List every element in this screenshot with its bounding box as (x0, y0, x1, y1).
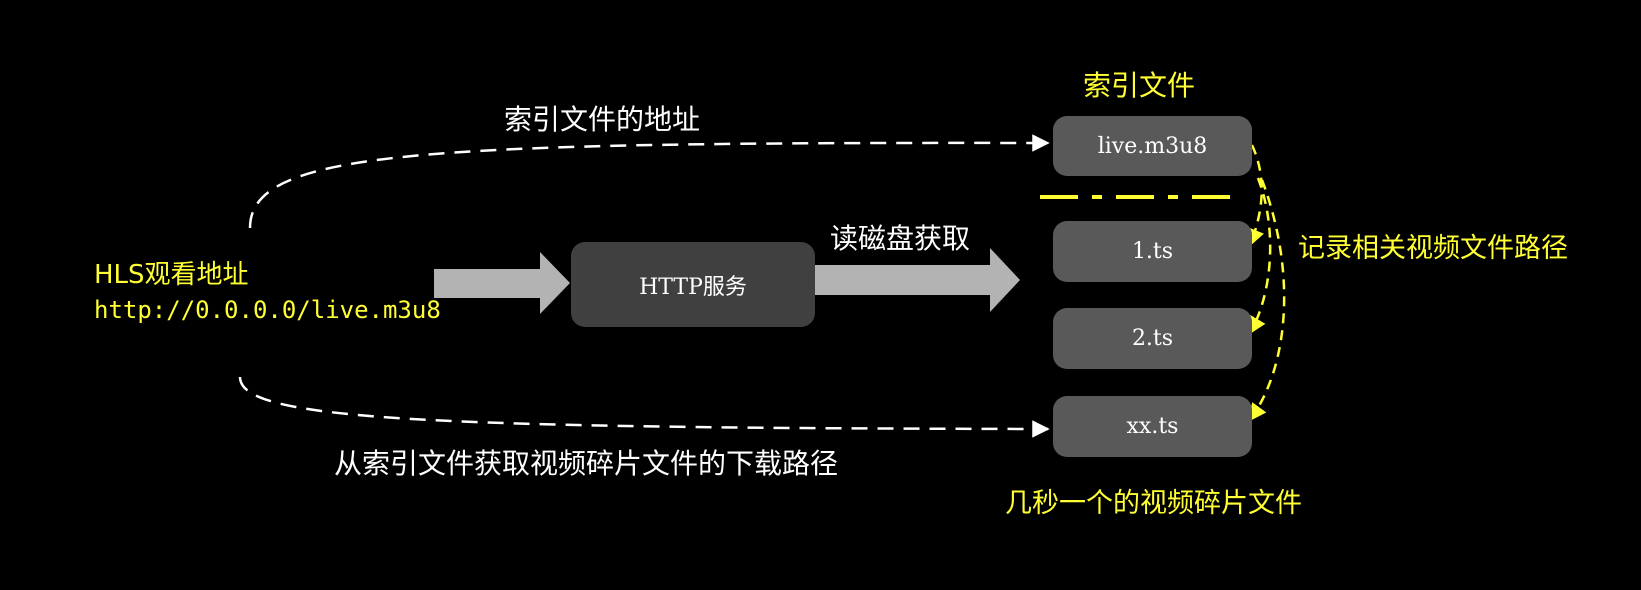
index-file-name: live.m3u8 (1097, 133, 1208, 159)
record-paths-label: 记录相关视频文件路径 (1298, 233, 1568, 264)
record-arrow-2 (1248, 177, 1272, 335)
http-service-box: HTTP服务 (571, 242, 815, 327)
index-file-box: live.m3u8 (1053, 116, 1252, 176)
index-file-header: 索引文件 (1083, 69, 1196, 102)
http-service-label: HTTP服务 (639, 274, 747, 300)
segment-download-label: 从索引文件获取视频碎片文件的下载路径 (334, 447, 839, 480)
source-url: http://0.0.0.0/live.m3u8 (94, 296, 441, 324)
record-arrow-3 (1248, 179, 1286, 422)
segment-name: 2.ts (1131, 326, 1174, 351)
disk-read-label: 读磁盘获取 (830, 222, 971, 255)
segment-name: xx.ts (1126, 414, 1179, 439)
segment-download-edge (238, 376, 1050, 438)
index-address-label: 索引文件的地址 (504, 103, 701, 136)
index-address-edge (248, 134, 1050, 229)
request-arrow (434, 252, 570, 314)
disk-read-arrow (815, 248, 1020, 312)
source-title: HLS观看地址 (94, 260, 249, 290)
record-arrow-1 (1247, 144, 1264, 247)
segment-box: 1.ts (1053, 221, 1252, 282)
segment-name: 1.ts (1131, 239, 1174, 264)
segment-box: 2.ts (1053, 308, 1252, 369)
segments-caption: 几秒一个的视频碎片文件 (1005, 488, 1302, 519)
segment-box: xx.ts (1053, 396, 1252, 457)
